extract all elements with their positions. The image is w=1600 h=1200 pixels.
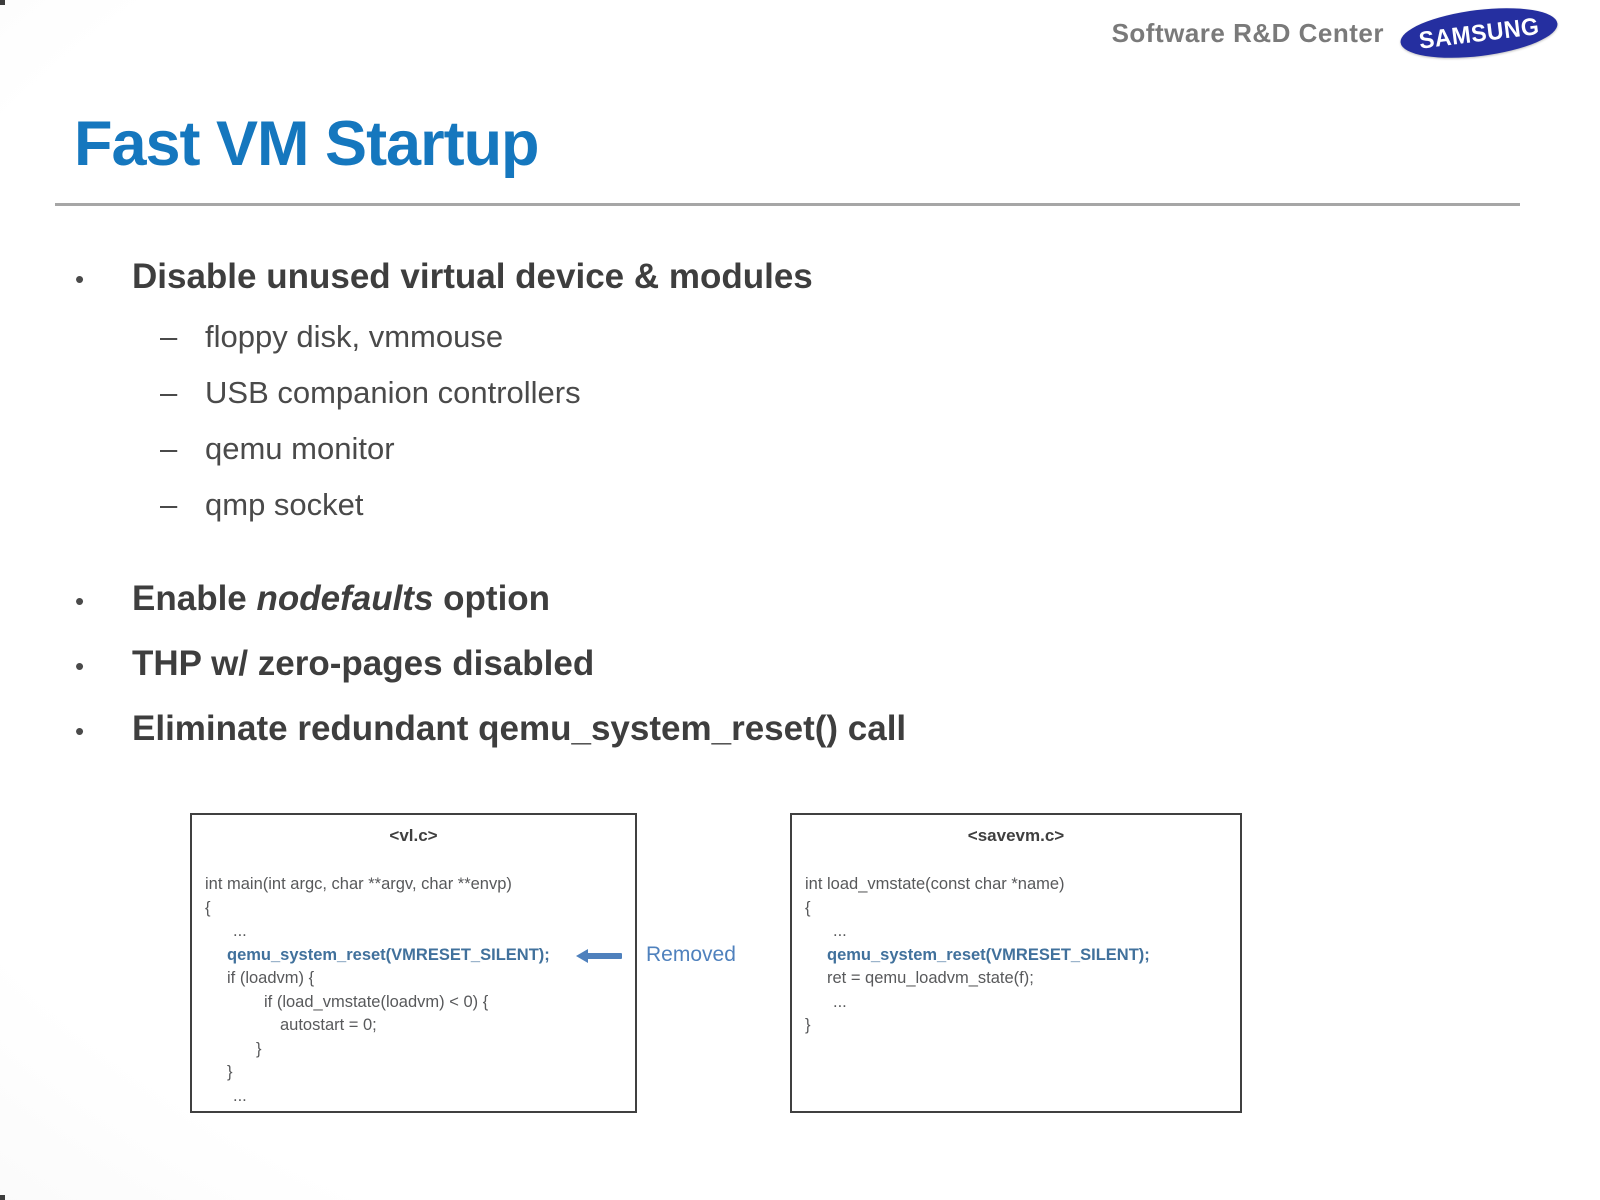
code-line: ...: [233, 922, 247, 940]
dash-icon: –: [160, 375, 178, 410]
sub-bullet-usb: – USB companion controllers: [160, 373, 1455, 413]
code-line: int main(int argc, char **argv, char **e…: [205, 875, 512, 893]
code-box-title: <vl.c>: [389, 826, 438, 845]
nodefaults-italic: nodefaults: [256, 579, 434, 618]
dash-icon: –: [160, 319, 178, 354]
bullet-label: THP w/ zero-pages disabled: [132, 644, 595, 683]
scan-artifact-bottom-left: [0, 1195, 5, 1200]
page-title: Fast VM Startup: [74, 109, 540, 179]
code-line: }: [256, 1039, 262, 1058]
bullet-list: • Disable unused virtual device & module…: [75, 255, 1455, 753]
code-block: int load_vmstate(const char *name) { ...…: [792, 873, 1240, 1038]
code-line: ...: [833, 992, 847, 1011]
bullet-thp: • THP w/ zero-pages disabled: [75, 642, 1455, 688]
bullet-label: Enable nodefaults option: [132, 579, 551, 618]
bullet-dot-icon: •: [75, 651, 85, 681]
strikethrough-arrow-icon: [576, 948, 622, 963]
bullet-dot-icon: •: [75, 586, 85, 616]
sub-bullet-floppy: – floppy disk, vmmouse: [160, 317, 1455, 357]
sub-bullet-qmp: – qmp socket: [160, 485, 1455, 525]
code-line: if (loadvm) {: [227, 969, 315, 987]
code-line: int load_vmstate(const char *name): [805, 875, 1065, 893]
sub-bullet-monitor: – qemu monitor: [160, 429, 1455, 469]
code-line: {: [205, 898, 211, 917]
code-line-kept-call: qemu_system_reset(VMRESET_SILENT);: [827, 945, 1150, 964]
bullet-eliminate-reset: • Eliminate redundant qemu_system_reset(…: [75, 707, 1455, 753]
bullet-label: Eliminate redundant qemu_system_reset() …: [132, 709, 907, 748]
code-line: ret = qemu_loadvm_state(f);: [827, 969, 1034, 987]
sub-bullet-list: – floppy disk, vmmouse – USB companion c…: [160, 317, 1455, 525]
code-line: }: [805, 1016, 811, 1034]
code-line: {: [805, 898, 811, 917]
bullet-nodefaults: • Enable nodefaults option: [75, 577, 1455, 623]
code-line: autostart = 0;: [280, 1016, 377, 1034]
samsung-logo-icon: SAMSUNG: [1397, 0, 1561, 66]
bullet-label: Disable unused virtual device & modules: [132, 257, 813, 296]
code-block: int main(int argc, char **argv, char **e…: [192, 873, 635, 1108]
code-box-vl-c: <vl.c> int main(int argc, char **argv, c…: [190, 813, 637, 1113]
code-line: ...: [233, 1086, 247, 1105]
sub-bullet-label: qmp socket: [205, 487, 364, 522]
sub-bullet-label: floppy disk, vmmouse: [205, 319, 504, 354]
removed-annotation: Removed: [646, 943, 736, 966]
sub-bullet-label: qemu monitor: [205, 431, 395, 466]
bullet-dot-icon: •: [75, 716, 85, 746]
bullet-dot-icon: •: [75, 264, 85, 294]
code-line: ...: [833, 922, 847, 940]
code-line: if (load_vmstate(loadvm) < 0) {: [264, 992, 489, 1011]
dash-icon: –: [160, 431, 178, 466]
code-box-title: <savevm.c>: [967, 826, 1065, 845]
dash-icon: –: [160, 487, 178, 522]
title-divider: [55, 203, 1520, 206]
department-label: Software R&D Center: [1111, 17, 1384, 48]
sub-bullet-label: USB companion controllers: [205, 375, 581, 410]
code-line: }: [227, 1063, 233, 1081]
bullet-disable-devices: • Disable unused virtual device & module…: [75, 255, 1455, 301]
slide-header: Software R&D Center SAMSUNG: [1111, 0, 1561, 66]
code-line-removed-call: qemu_system_reset(VMRESET_SILENT);: [192, 944, 635, 968]
code-box-savevm-c: <savevm.c> int load_vmstate(const char *…: [790, 813, 1242, 1113]
scan-artifact-top-left: [0, 0, 5, 5]
samsung-logo-text: SAMSUNG: [1417, 11, 1541, 54]
